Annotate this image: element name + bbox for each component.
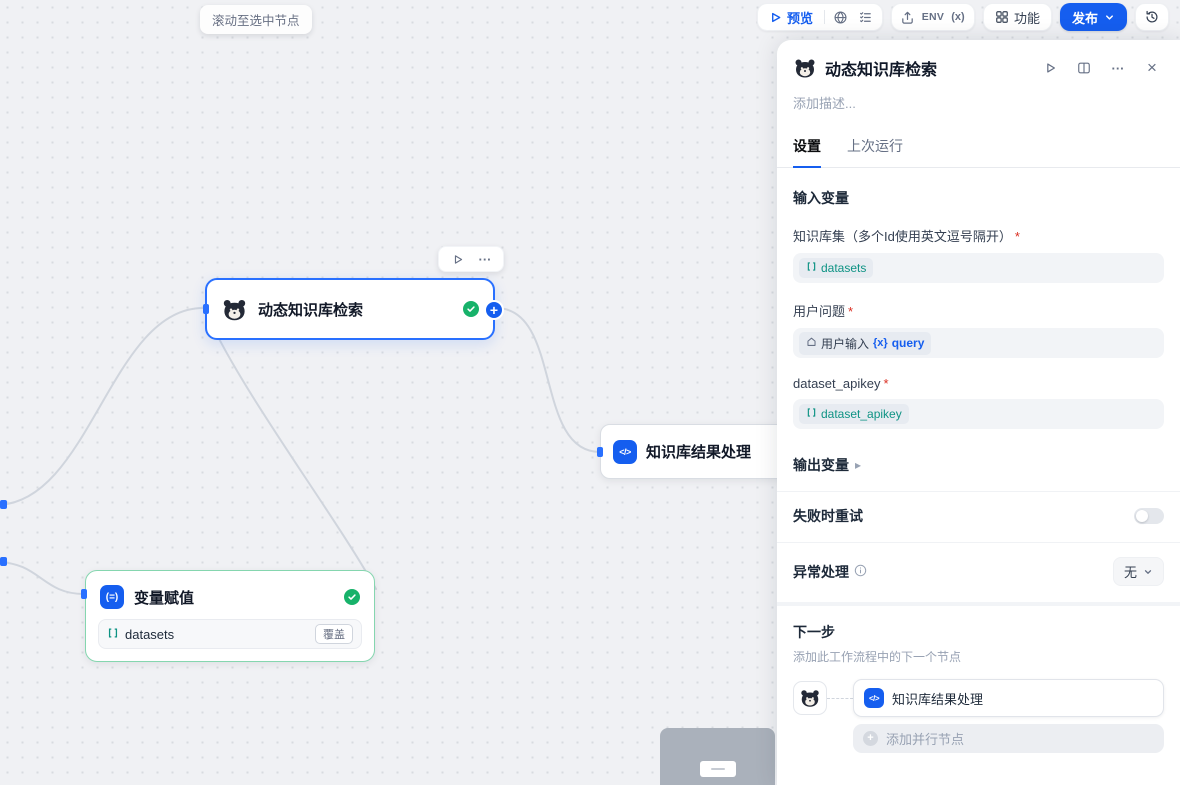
node-title: 知识库结果处理 bbox=[646, 444, 752, 461]
user-query-field[interactable]: 用户输入 {x} query bbox=[793, 328, 1164, 358]
env-variables-button[interactable]: ENV bbox=[921, 11, 945, 23]
node-hover-toolbar: ··· bbox=[438, 246, 504, 272]
panel-more-button[interactable]: ··· bbox=[1111, 60, 1125, 76]
assign-variable-row[interactable]: datasets 覆盖 bbox=[98, 619, 362, 649]
agent-bear-icon bbox=[799, 687, 821, 709]
dataset-ids-field[interactable]: datasets bbox=[793, 253, 1164, 283]
input-handle[interactable] bbox=[203, 304, 209, 314]
preview-button[interactable]: 预览 bbox=[762, 5, 820, 30]
variable-icon bbox=[806, 261, 817, 275]
top-toolbar: 预览 ENV (x) 功能 发布 bbox=[756, 3, 1169, 31]
gray-placeholder-box bbox=[660, 728, 775, 785]
retry-row: 失败时重试 bbox=[793, 506, 1164, 526]
input-vars-title: 输入变量 bbox=[793, 190, 849, 206]
code-node-icon: </> bbox=[864, 688, 884, 708]
node-variable-assign[interactable]: (=) 变量赋值 datasets 覆盖 bbox=[81, 570, 375, 662]
history-icon[interactable] bbox=[1140, 5, 1164, 29]
next-step-title: 下一步 bbox=[793, 624, 835, 640]
agent-bear-icon bbox=[793, 56, 817, 80]
add-parallel-node-button[interactable]: + 添加并行节点 bbox=[853, 724, 1164, 753]
node-title: 动态知识库检索 bbox=[258, 301, 364, 319]
next-node-title: 知识库结果处理 bbox=[892, 691, 984, 707]
run-node-button[interactable] bbox=[1038, 56, 1062, 80]
variable-icon bbox=[806, 407, 817, 421]
overwrite-badge: 覆盖 bbox=[315, 624, 353, 644]
scroll-to-node-toast: 滚动至选中节点 bbox=[200, 5, 312, 34]
start-node-icon bbox=[806, 336, 817, 350]
success-check-icon bbox=[344, 589, 360, 605]
export-icon[interactable] bbox=[896, 5, 920, 29]
variable-chip[interactable]: 用户输入 {x} query bbox=[799, 331, 932, 355]
tab-last-run[interactable]: 上次运行 bbox=[847, 138, 903, 154]
connector-line bbox=[827, 698, 853, 699]
dataset-apikey-field[interactable]: dataset_apikey bbox=[793, 399, 1164, 429]
tab-settings[interactable]: 设置 bbox=[793, 132, 821, 168]
node-title: 变量赋值 bbox=[134, 589, 195, 607]
edge-handle[interactable] bbox=[0, 557, 7, 566]
field-label-apikey: dataset_apikey* bbox=[793, 376, 889, 391]
features-button[interactable]: 功能 bbox=[988, 5, 1047, 30]
edge-handle[interactable] bbox=[0, 500, 7, 509]
history-group bbox=[1135, 3, 1169, 31]
retry-toggle[interactable] bbox=[1134, 508, 1164, 524]
next-step-graph: </> 知识库结果处理 + 添加并行节点 bbox=[793, 679, 1164, 753]
field-label-query: 用户问题* bbox=[793, 304, 854, 319]
variable-chip[interactable]: datasets bbox=[799, 258, 874, 278]
assign-variable-name: datasets bbox=[125, 626, 175, 642]
publish-button[interactable]: 发布 bbox=[1059, 3, 1127, 31]
next-node-card[interactable]: </> 知识库结果处理 bbox=[853, 679, 1164, 717]
plus-icon: + bbox=[863, 731, 878, 746]
variables-group: ENV (x) bbox=[890, 3, 975, 31]
next-step-desc: 添加此工作流程中的下一个节点 bbox=[793, 650, 962, 664]
info-icon bbox=[854, 564, 867, 580]
error-handling-row: 异常处理 无 bbox=[793, 557, 1164, 586]
retry-title: 失败时重试 bbox=[793, 508, 863, 524]
node-config-panel: 动态知识库检索 ··· × 添加描述... 设置 上次运行 输入变量 知识库集（… bbox=[777, 40, 1180, 785]
variable-chip[interactable]: dataset_apikey bbox=[799, 404, 909, 424]
code-node-icon: </> bbox=[613, 439, 637, 464]
error-handling-title: 异常处理 bbox=[793, 563, 849, 580]
description-placeholder[interactable]: 添加描述... bbox=[793, 96, 856, 111]
agent-bear-icon bbox=[221, 296, 248, 323]
split-view-icon[interactable] bbox=[1072, 56, 1096, 80]
current-node-box bbox=[793, 681, 827, 715]
success-check-icon bbox=[463, 301, 479, 317]
output-vars-title: 输出变量 bbox=[793, 457, 849, 473]
caret-right-icon[interactable]: ▸ bbox=[855, 458, 862, 472]
input-handle[interactable] bbox=[81, 589, 87, 599]
panel-tabs: 设置 上次运行 bbox=[777, 132, 1180, 168]
api-access-icon[interactable] bbox=[829, 5, 853, 29]
checklist-icon[interactable] bbox=[854, 5, 878, 29]
mini-node-preview bbox=[699, 761, 736, 777]
error-strategy-select[interactable]: 无 bbox=[1112, 557, 1164, 586]
assign-node-icon: (=) bbox=[100, 585, 124, 609]
panel-title: 动态知识库检索 bbox=[825, 62, 938, 79]
run-node-button[interactable] bbox=[445, 247, 469, 271]
node-kb-result-processing[interactable]: </> 知识库结果处理 bbox=[597, 424, 800, 479]
variable-icon bbox=[107, 627, 119, 642]
close-panel-button[interactable]: × bbox=[1147, 58, 1157, 77]
preview-group: 预览 bbox=[756, 3, 883, 31]
conversation-variables-icon[interactable]: (x) bbox=[951, 11, 965, 23]
add-next-node-button[interactable]: + bbox=[484, 300, 504, 320]
node-dynamic-kb-retrieval[interactable]: 动态知识库检索 + bbox=[203, 278, 504, 340]
node-more-button[interactable]: ··· bbox=[478, 251, 492, 267]
output-vars-row[interactable]: 输出变量 ▸ bbox=[793, 455, 1164, 475]
input-handle[interactable] bbox=[597, 447, 603, 457]
field-label-dataset: 知识库集（多个Id使用英文逗号隔开）* bbox=[793, 229, 1020, 244]
features-group: 功能 bbox=[982, 3, 1052, 31]
